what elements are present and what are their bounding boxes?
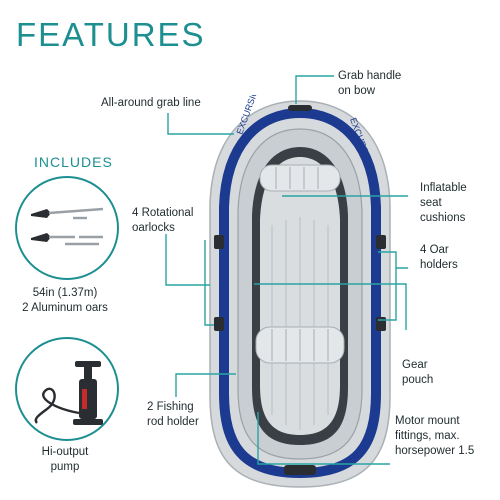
oars-circle	[15, 176, 119, 280]
gear-text-2: pouch	[402, 374, 434, 386]
callout-grab-line: All-around grab line	[101, 96, 201, 111]
seat-text-2: seat	[420, 197, 442, 209]
callout-oarlocks: 4 Rotational oarlocks	[132, 206, 193, 236]
pump-text-2: pump	[50, 461, 80, 473]
callout-grab-handle: Grab handle on bow	[338, 69, 401, 99]
callout-gear-pouch: Gear pouch	[402, 358, 433, 388]
motor-text-2: fittings, max.	[395, 430, 460, 442]
pump-circle	[15, 337, 119, 441]
fishing-text-1: 2 Fishing	[147, 401, 194, 413]
callout-fishing-rod: 2 Fishing rod holder	[147, 400, 199, 430]
oars-desc-text: 2 Aluminum oars	[22, 302, 108, 314]
seat-text-3: cushions	[420, 212, 466, 224]
grab-handle-text-1: Grab handle	[338, 70, 402, 82]
page-title: FEATURES	[16, 16, 206, 53]
motor-text-1: Motor mount	[395, 415, 460, 427]
callout-seat-cushions: Inflatable seat cushions	[420, 181, 467, 226]
pump-text-1: Hi-output	[41, 446, 89, 458]
fishing-text-2: rod holder	[147, 416, 199, 428]
boat-illustration: EXCURSION 4 EXCURSION 4	[209, 95, 391, 488]
motor-text-3: horsepower 1.5	[395, 445, 475, 457]
oarlocks-text-2: oarlocks	[132, 222, 175, 234]
seat-text-1: Inflatable	[420, 182, 467, 194]
pump-icon	[34, 361, 103, 425]
grab-line-text: All-around grab line	[101, 97, 201, 109]
pump-caption: Hi-output pump	[5, 445, 125, 475]
oars-caption: 54in (1.37m) 2 Aluminum oars	[5, 286, 125, 316]
gear-text-1: Gear	[402, 359, 428, 371]
grab-handle-text-2: on bow	[338, 85, 376, 97]
oar-holders-text-2: holders	[420, 259, 458, 271]
oar-holders-text-1: 4 Oar	[420, 244, 449, 256]
includes-label: INCLUDES	[34, 154, 113, 170]
oars-length-text: 54in (1.37m)	[32, 287, 98, 299]
callout-motor-mount: Motor mount fittings, max. horsepower 1.…	[395, 414, 474, 459]
oar-icon	[31, 207, 104, 246]
oarlocks-text-1: 4 Rotational	[132, 207, 194, 219]
callout-oar-holders: 4 Oar holders	[420, 243, 458, 273]
